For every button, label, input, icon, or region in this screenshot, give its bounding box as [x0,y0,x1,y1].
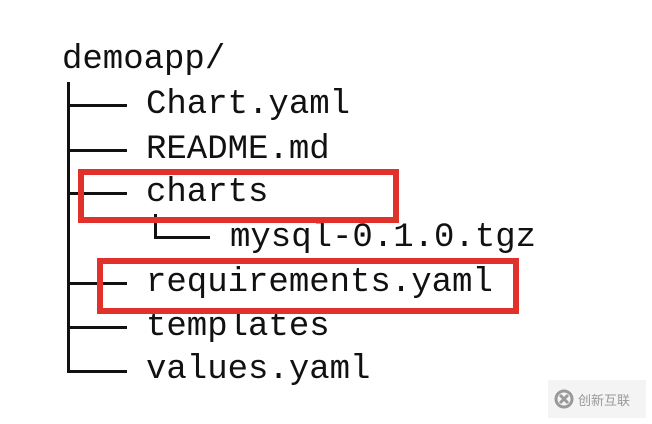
tree-item-templates: templates [146,308,330,346]
highlight-box-charts [78,169,399,223]
tree-branch-line [67,104,127,107]
tree-item-mysql-tgz: mysql-0.1.0.tgz [230,219,537,257]
tree-child-line [154,214,157,238]
tree-child-branch-line [154,236,210,239]
tree-item-chart-yaml: Chart.yaml [146,86,351,124]
tree-trunk-line [67,82,70,373]
tree-item-values: values.yaml [146,351,371,389]
brand-logo-icon [554,389,574,409]
watermark: 创新互联 [548,380,646,418]
tree-item-requirements: requirements.yaml [146,264,493,302]
tree-item-readme: README.md [146,131,330,169]
watermark-text: 创新互联 [578,393,631,409]
tree-branch-line [67,192,127,195]
tree-branch-line [67,370,127,373]
tree-branch-line [67,326,127,329]
highlight-box-requirements [97,258,519,314]
tree-root: demoapp/ [62,41,226,79]
tree-item-charts: charts [146,174,269,212]
tree-branch-line [67,149,127,152]
